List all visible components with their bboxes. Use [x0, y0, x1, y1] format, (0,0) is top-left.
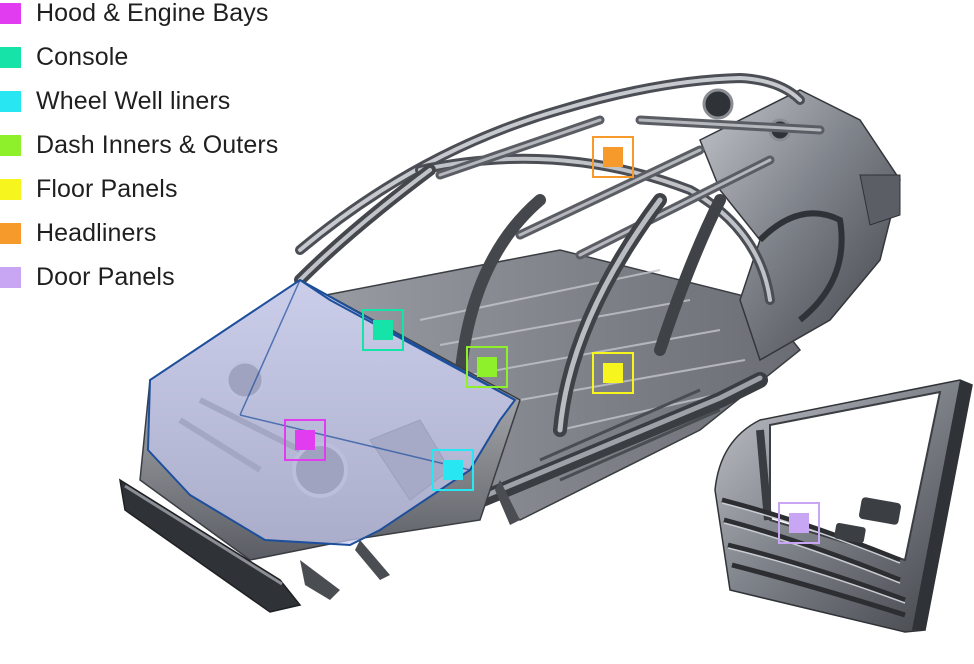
legend-item-floor: Floor Panels	[0, 174, 178, 204]
marker-dash-fill	[477, 357, 497, 377]
marker-door	[778, 502, 820, 544]
marker-wheel-well-outline	[432, 449, 474, 491]
marker-headliner-fill	[603, 147, 623, 167]
marker-hood	[284, 419, 326, 461]
legend-swatch-floor	[0, 178, 21, 200]
legend-swatch-wheel-well	[0, 90, 21, 112]
marker-dash	[466, 346, 508, 388]
legend-swatch-dash	[0, 134, 21, 156]
marker-hood-fill	[295, 430, 315, 450]
marker-headliner-outline	[592, 136, 634, 178]
legend-item-door: Door Panels	[0, 262, 175, 292]
legend-label-headliner: Headliners	[36, 218, 157, 247]
legend-label-wheel-well: Wheel Well liners	[36, 86, 231, 115]
legend-swatch-headliner	[0, 222, 21, 244]
marker-door-outline	[778, 502, 820, 544]
legend-swatch-hood	[0, 2, 21, 24]
legend-swatch-console	[0, 46, 21, 68]
legend-item-headliner: Headliners	[0, 218, 157, 248]
legend-item-hood: Hood & Engine Bays	[0, 0, 269, 28]
legend-item-console: Console	[0, 42, 128, 72]
marker-wheel-well-fill	[443, 460, 463, 480]
marker-console-outline	[362, 309, 404, 351]
marker-floor-outline	[592, 352, 634, 394]
marker-door-fill	[789, 513, 809, 533]
car-body-in-white-illustration	[118, 72, 901, 613]
legend-label-dash: Dash Inners & Outers	[36, 130, 279, 159]
marker-wheel-well	[432, 449, 474, 491]
legend-item-dash: Dash Inners & Outers	[0, 130, 278, 160]
legend-label-hood: Hood & Engine Bays	[36, 0, 269, 27]
marker-headliner	[592, 136, 634, 178]
marker-floor	[592, 352, 634, 394]
door-frame-illustration	[714, 379, 973, 633]
marker-console-fill	[373, 320, 393, 340]
legend-label-floor: Floor Panels	[36, 174, 178, 203]
legend-item-wheel-well: Wheel Well liners	[0, 86, 230, 116]
marker-hood-outline	[284, 419, 326, 461]
legend-label-console: Console	[36, 42, 129, 71]
marker-floor-fill	[603, 363, 623, 383]
legend-label-door: Door Panels	[36, 262, 175, 291]
marker-console	[362, 309, 404, 351]
legend-swatch-door	[0, 266, 21, 288]
marker-dash-outline	[466, 346, 508, 388]
